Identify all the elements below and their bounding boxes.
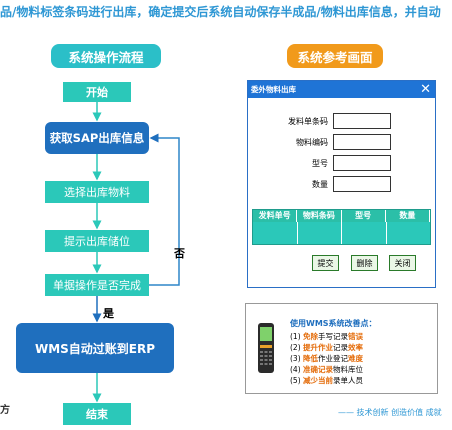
handheld-scanner-icon — [258, 323, 274, 373]
field-label: 型号 — [312, 159, 328, 168]
outsourcing-issue-dialog: 委外物料出库 ✕ 发料单条码 物料编码 型号 数量 发料单号 物料条码 型号 数… — [247, 80, 436, 288]
step-get-sap-info: 获取SAP出库信息 — [45, 122, 149, 154]
step-select-material: 选择出库物料 — [45, 181, 149, 203]
loop-back-arrow — [149, 133, 180, 286]
close-button[interactable]: 关闭 — [389, 255, 416, 271]
field-label: 数量 — [312, 180, 328, 189]
field-label: 物料编码 — [296, 138, 328, 147]
improvement-item: (5) 减少当前录单人员 — [290, 376, 364, 385]
field-row-issue-barcode: 发料单条码 — [248, 113, 435, 131]
improvement-item: (1) 免除手写记录错误 — [290, 332, 364, 341]
grid-col-material-barcode: 物料条码 — [297, 210, 342, 222]
grid-row[interactable] — [253, 222, 430, 244]
field-label: 发料单条码 — [288, 117, 328, 126]
step-prompt-location: 提示出库储位 — [45, 230, 149, 252]
header-text: 品/物料标签条码进行出库，确定提交后系统自动保存半成品/物料出库信息，并自动 — [0, 5, 441, 19]
material-code-input[interactable] — [333, 134, 391, 150]
label-yes: 是 — [103, 307, 114, 320]
flow-title: 系统操作流程 — [51, 44, 161, 68]
step-end: 结束 — [63, 403, 131, 425]
field-row-material-code: 物料编码 — [248, 134, 435, 152]
improvements-box: 使用WMS系统改善点： (1) 免除手写记录错误 (2) 提升作业记录效率 (3… — [245, 303, 438, 394]
quantity-input[interactable] — [333, 176, 391, 192]
grid-header: 发料单号 物料条码 型号 数量 — [253, 210, 430, 222]
issue-barcode-input[interactable] — [333, 113, 391, 129]
grid-col-model: 型号 — [342, 210, 386, 222]
field-row-quantity: 数量 — [248, 176, 435, 194]
grid-col-quantity: 数量 — [386, 210, 430, 222]
label-no: 否 — [174, 247, 185, 260]
dialog-title: 委外物料出库 — [248, 81, 435, 98]
improvement-item: (2) 提升作业记录效率 — [290, 343, 364, 352]
step-wms-post-erp: WMS自动过账到ERP — [16, 323, 174, 373]
detail-grid[interactable]: 发料单号 物料条码 型号 数量 — [252, 209, 431, 245]
field-row-model: 型号 — [248, 155, 435, 173]
improvement-item: (3) 降低作业登记难度 — [290, 354, 364, 363]
improvements-title: 使用WMS系统改善点： — [290, 319, 377, 328]
step-start: 开始 — [63, 82, 131, 102]
step-check-complete: 单据操作是否完成 — [45, 274, 149, 296]
footer-slogan: —— 技术创新 创造价值 成就 — [338, 408, 442, 417]
improvement-item: (4) 准确记录物料库位 — [290, 365, 364, 374]
grid-col-issue-no: 发料单号 — [253, 210, 298, 222]
delete-button[interactable]: 删除 — [351, 255, 378, 271]
model-input[interactable] — [333, 155, 391, 171]
reference-title: 系统参考画面 — [287, 44, 383, 68]
submit-button[interactable]: 提交 — [312, 255, 339, 271]
close-icon[interactable]: ✕ — [420, 82, 431, 97]
left-edge-text: 方 — [0, 405, 10, 416]
